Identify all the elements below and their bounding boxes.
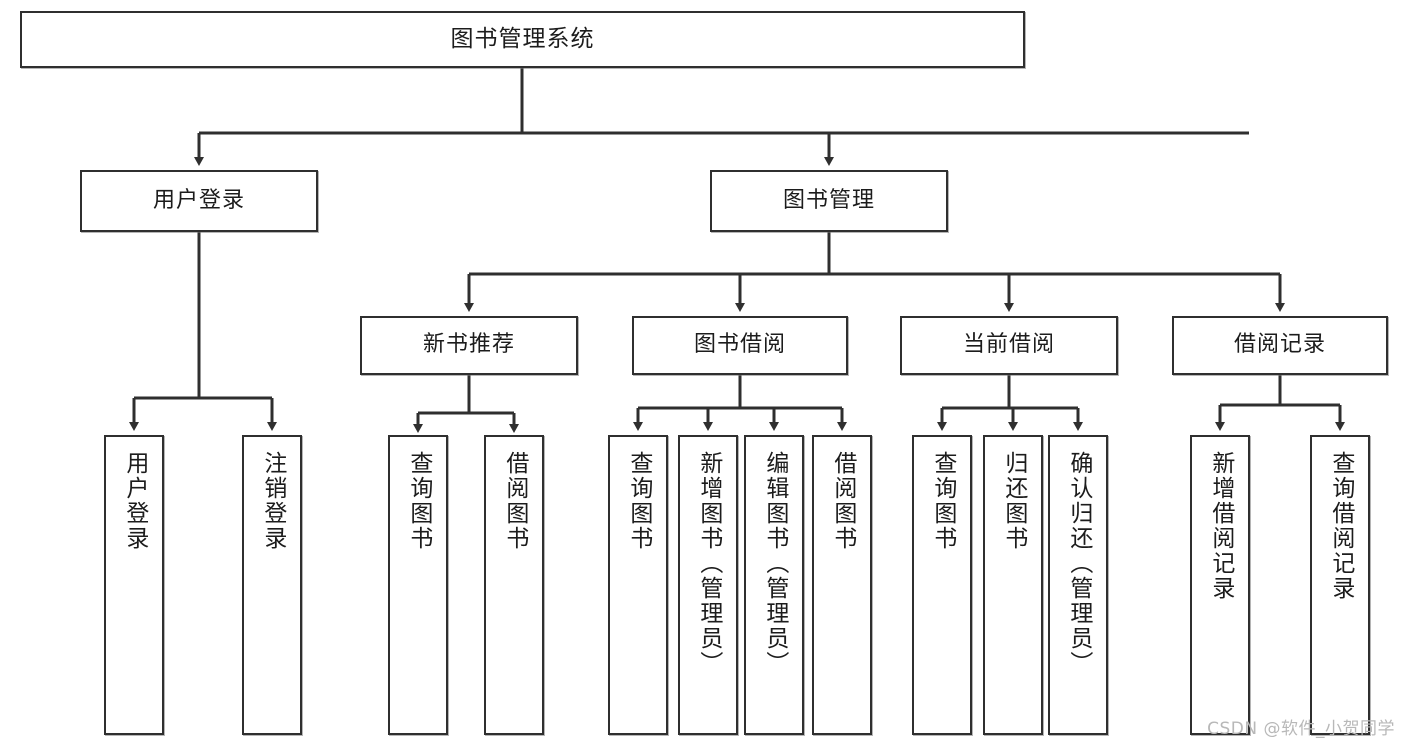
node-label: 新增图书（管理员） <box>695 451 722 676</box>
leaf-query-book-current[interactable]: 查询图书 <box>912 435 972 735</box>
leaf-edit-book-admin[interactable]: 编辑图书（管理员） <box>744 435 804 735</box>
leaf-borrow-book[interactable]: 借阅图书 <box>812 435 872 735</box>
node-book-management[interactable]: 图书管理 <box>710 170 948 232</box>
node-borrow-record[interactable]: 借阅记录 <box>1172 316 1388 375</box>
node-label: 新增借阅记录 <box>1207 451 1234 601</box>
node-label: 用户登录 <box>121 451 148 551</box>
node-book-borrow[interactable]: 图书借阅 <box>632 316 848 375</box>
node-label: 用户登录 <box>152 187 245 213</box>
leaf-user-login[interactable]: 用户登录 <box>104 435 164 735</box>
leaf-return-book[interactable]: 归还图书 <box>983 435 1043 735</box>
leaf-query-book-borrow[interactable]: 查询图书 <box>608 435 668 735</box>
leaf-borrow-book-recommend[interactable]: 借阅图书 <box>484 435 544 735</box>
node-root-system[interactable]: 图书管理系统 <box>20 11 1025 68</box>
leaf-confirm-return-admin[interactable]: 确认归还（管理员） <box>1048 435 1108 735</box>
node-label: 借阅记录 <box>1233 332 1326 358</box>
node-label: 查询图书 <box>625 451 652 551</box>
node-new-book-recommend[interactable]: 新书推荐 <box>360 316 578 375</box>
leaf-add-book-admin[interactable]: 新增图书（管理员） <box>678 435 738 735</box>
node-current-borrow[interactable]: 当前借阅 <box>900 316 1118 375</box>
node-label: 查询借阅记录 <box>1327 451 1354 601</box>
node-label: 查询图书 <box>929 451 956 551</box>
node-label: 图书管理系统 <box>450 25 595 52</box>
leaf-add-borrow-record[interactable]: 新增借阅记录 <box>1190 435 1250 735</box>
leaf-logout[interactable]: 注销登录 <box>242 435 302 735</box>
leaf-query-book-recommend[interactable]: 查询图书 <box>388 435 448 735</box>
node-label: 当前借阅 <box>962 332 1055 358</box>
leaf-query-borrow-record[interactable]: 查询借阅记录 <box>1310 435 1370 735</box>
csdn-watermark: CSDN @软件_小贺同学 <box>1207 719 1395 739</box>
node-label: 编辑图书（管理员） <box>761 451 788 676</box>
node-label: 借阅图书 <box>829 451 856 551</box>
node-user-login[interactable]: 用户登录 <box>80 170 318 232</box>
node-label: 确认归还（管理员） <box>1065 451 1092 676</box>
node-label: 归还图书 <box>1000 451 1027 551</box>
node-label: 图书管理 <box>782 187 875 213</box>
node-label: 新书推荐 <box>422 332 515 358</box>
node-label: 查询图书 <box>405 451 432 551</box>
node-label: 借阅图书 <box>501 451 528 551</box>
node-label: 图书借阅 <box>693 332 786 358</box>
node-label: 注销登录 <box>259 451 286 551</box>
